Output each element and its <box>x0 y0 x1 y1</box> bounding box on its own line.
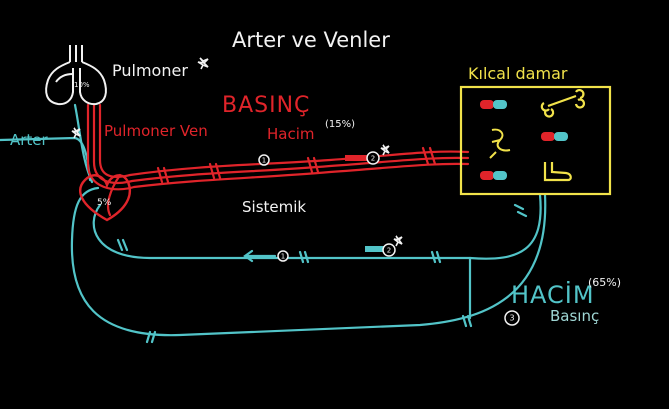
bone-icon <box>540 89 586 118</box>
vein-flow-arrow <box>243 249 277 263</box>
artery-line-2 <box>92 103 470 185</box>
artery-line-4 <box>106 173 122 217</box>
capsule-icon <box>541 132 568 141</box>
capillary-box <box>459 85 612 196</box>
label-arter: Arter <box>10 131 48 149</box>
star-icon <box>197 57 209 70</box>
vein-tick-marks <box>116 203 528 344</box>
arterial-bundle <box>86 103 470 217</box>
marker-2-vein-label: 2 <box>387 247 391 255</box>
diagram-title: Arter ve Venler <box>232 28 390 52</box>
neuron-icon <box>489 128 511 159</box>
label-pulmoner: Pulmoner <box>112 61 188 80</box>
foot-icon <box>543 162 572 182</box>
label-kilcal-damar: Kılcal damar <box>468 64 568 83</box>
vein-inner-path <box>92 193 542 260</box>
capsule-icon <box>480 171 507 180</box>
star-icon <box>393 235 403 247</box>
label-hacim-upper-percent: (15%) <box>325 119 356 130</box>
artery-line-1 <box>98 103 470 178</box>
marker-3-label: 3 <box>509 314 514 323</box>
artery-highlight <box>345 155 375 161</box>
label-basinc-lower: Basınç <box>550 307 600 325</box>
lungs-icon <box>45 45 107 106</box>
marker-1-vein-label: 1 <box>281 253 285 261</box>
star-icon <box>380 144 390 156</box>
heart-percent: 5% <box>97 198 112 208</box>
label-pulmoner-ven: Pulmoner Ven <box>104 122 208 140</box>
star-icon <box>71 127 81 139</box>
label-hacim-lower-percent: (65%) <box>588 276 622 289</box>
label-basinc-upper: BASINÇ <box>222 93 311 118</box>
marker-2-vein <box>382 243 396 257</box>
capillary-contents <box>480 89 586 182</box>
capsule-icon <box>480 100 507 109</box>
marker-1-vein <box>277 250 289 262</box>
label-hacim-upper: Hacim <box>267 125 315 143</box>
marker-3 <box>504 310 520 326</box>
star-icons <box>71 57 403 247</box>
marker-2-artery <box>366 151 380 165</box>
heart-icon <box>79 174 131 222</box>
marker-2-artery-label: 2 <box>371 155 375 163</box>
artery-line-3 <box>86 103 470 191</box>
artery-tick-marks <box>156 146 437 184</box>
marker-1-artery <box>258 154 270 166</box>
label-hacim-lower: HACİM <box>511 281 595 309</box>
vein-outer-path <box>70 186 547 337</box>
vein-highlight <box>365 246 387 252</box>
label-sistemik: Sistemik <box>242 198 307 216</box>
marker-1-artery-label: 1 <box>262 157 266 165</box>
venous-return-loop <box>0 103 547 344</box>
lung-percent: 10% <box>74 81 90 89</box>
